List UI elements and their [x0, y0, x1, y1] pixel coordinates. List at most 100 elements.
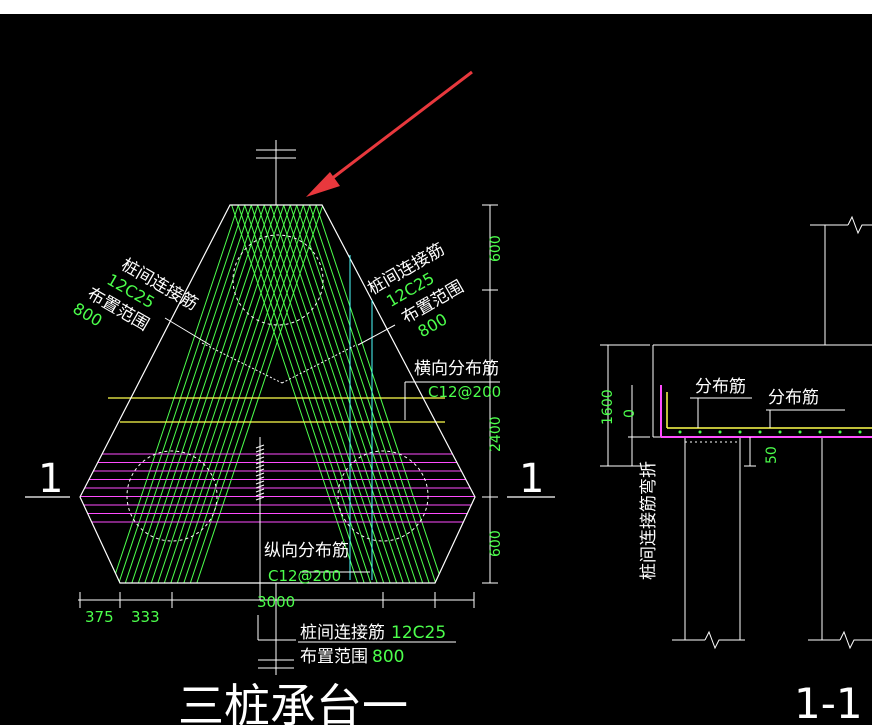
transverse-spec: C12@200 — [428, 383, 501, 401]
diagonal-rebar-left — [122, 205, 254, 583]
pile-circle-left — [126, 450, 218, 542]
diagonal-rebar-right — [314, 205, 445, 583]
leader-tick — [255, 444, 265, 449]
dim-right-600-top: 600 — [488, 235, 504, 262]
section-rebar-dot — [738, 430, 742, 434]
diagonal-rebar-left — [155, 205, 286, 583]
section-height-dimension — [600, 344, 756, 467]
leader-tick — [255, 492, 265, 497]
leader-tick — [255, 460, 265, 465]
horizontal-rebar-band — [80, 453, 475, 523]
window-top-strip — [0, 0, 872, 14]
section-view: 分布筋 分布筋 1600 0 50 桩间连接筋弯折 1-1 — [600, 215, 872, 725]
diagonal-rebar-right — [301, 205, 432, 583]
diagonal-rebar-left — [181, 205, 312, 583]
connecting-bar-left — [201, 342, 283, 384]
section-title: 1-1 — [794, 679, 863, 725]
axis-symbol-top — [256, 140, 296, 205]
section-rebar-dot — [678, 430, 682, 434]
pile-circle-right — [337, 450, 429, 542]
section-dim-50: 50 — [764, 446, 780, 464]
section-label-distribution-1: 分布筋 — [695, 377, 746, 397]
diagonal-rebar-right — [236, 205, 367, 583]
diagonal-rebar-right — [249, 205, 380, 583]
section-piles — [672, 437, 872, 650]
section-rebar-dots — [678, 430, 862, 434]
section-label-right: 1 — [519, 456, 544, 502]
leader-tick — [255, 456, 265, 461]
diagonal-rebar-left — [135, 205, 267, 583]
connecting-bar-right — [281, 344, 357, 384]
diagonal-rebar-left — [168, 205, 299, 583]
section-column — [810, 215, 872, 345]
diagonal-rebar-left — [109, 205, 241, 583]
plan-title: 三桩承台一 — [178, 679, 408, 725]
diagonal-rebar-right — [294, 205, 426, 583]
leader-tick — [255, 464, 265, 469]
dim-right-2400: 2400 — [488, 416, 504, 452]
leader-lines — [164, 317, 500, 643]
diagonal-rebar-left — [148, 205, 280, 583]
diagonal-rebar-left — [161, 205, 293, 583]
dim-bottom-375: 375 — [85, 608, 114, 626]
section-rebar-dot — [818, 430, 822, 434]
dim-bottom-333: 333 — [131, 608, 160, 626]
diagonal-rebar-right — [275, 205, 406, 583]
left-connecting-bar-label: 桩间连接筋 12C25 布置范围 800 — [70, 255, 201, 335]
section-rebar-dot — [758, 430, 762, 434]
dim-total-3000: 3000 — [257, 593, 295, 611]
transverse-label: 横向分布筋 — [414, 359, 499, 379]
dimension-bottom — [78, 592, 475, 608]
section-rebar-dot — [798, 430, 802, 434]
leader-tick — [255, 484, 265, 489]
section-dim-1600: 1600 — [600, 389, 616, 425]
diagonal-rebar-left — [174, 205, 306, 583]
leader-tick — [255, 468, 265, 473]
section-rebar-dot — [838, 430, 842, 434]
diagonal-rebar-right — [255, 205, 387, 583]
pointer-arrow-icon — [306, 70, 473, 197]
diagonal-rebar-band-left — [109, 205, 325, 583]
leader-tick — [255, 472, 265, 477]
plan-view: 600 2400 600 375 333 3000 1 1 桩间连接筋 12C2… — [25, 140, 555, 725]
diagonal-rebar-left — [194, 205, 325, 583]
longitudinal-spec: C12@200 — [268, 567, 341, 585]
diagonal-rebar-right — [268, 205, 400, 583]
leader-tick — [255, 476, 265, 481]
longitudinal-label: 纵向分布筋 — [264, 541, 349, 561]
section-leaders — [690, 397, 845, 428]
diagonal-rebar-right — [229, 205, 361, 583]
section-rebar-dot — [718, 430, 722, 434]
leader-tick — [255, 452, 265, 457]
cap-outline — [79, 204, 476, 584]
leader-tick — [255, 488, 265, 493]
pile-circle-top — [232, 234, 324, 326]
section-rebar-dot — [778, 430, 782, 434]
diagonal-rebar-left — [129, 205, 260, 583]
section-rebar-dot — [858, 430, 862, 434]
diagonal-rebar-right — [262, 205, 393, 583]
leader-tick — [255, 480, 265, 485]
right-connecting-bar-label: 桩间连接筋 12C25 布置范围 800 — [365, 240, 468, 342]
diagonal-rebar-right — [288, 205, 419, 583]
diagonal-rebar-band-right — [229, 205, 445, 583]
section-rebar-dot — [698, 430, 702, 434]
diagonal-rebar-right — [242, 205, 374, 583]
dimension-right — [482, 204, 498, 584]
diagonal-rebar-left — [142, 205, 273, 583]
leader-tick — [255, 448, 265, 453]
section-label-left: 1 — [38, 456, 63, 502]
section-dim-0: 0 — [622, 409, 638, 418]
leader-ticks — [255, 444, 265, 501]
section-cap — [652, 344, 872, 438]
section-label-distribution-2: 分布筋 — [768, 388, 819, 408]
leader-tick — [255, 496, 265, 501]
diagonal-rebar-right — [307, 205, 439, 583]
diagonal-rebar-right — [281, 205, 413, 583]
diagonal-rebar-left — [187, 205, 319, 583]
axis-symbol-bottom — [257, 583, 296, 675]
dim-right-600-bottom: 600 — [488, 530, 504, 557]
